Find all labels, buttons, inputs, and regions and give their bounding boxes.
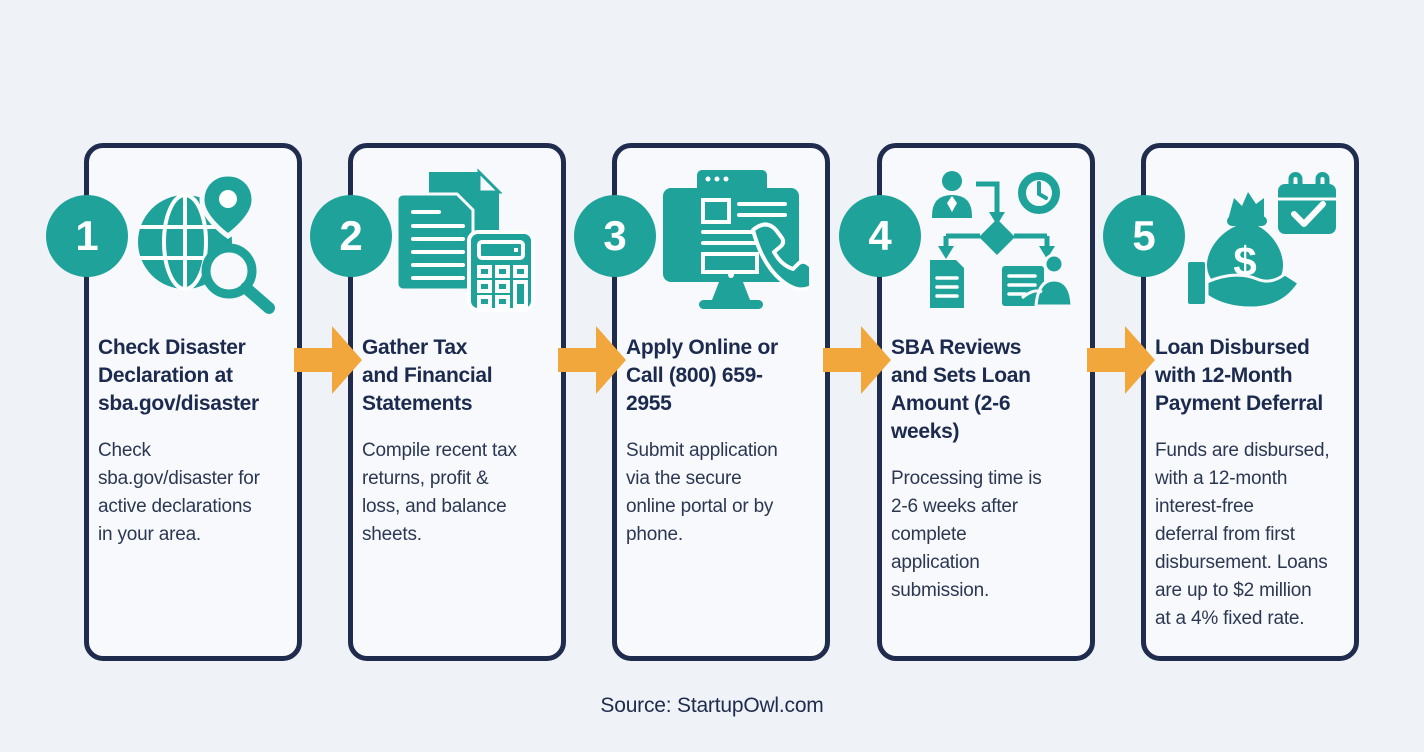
step-number: 5: [1132, 212, 1156, 259]
step-description: Funds are disbursed, with a 12-month int…: [1155, 440, 1330, 629]
step-number-badge: 4: [839, 195, 921, 277]
step-description: Submit application via the secure online…: [626, 440, 778, 545]
step-text-block: Loan Disbursed with 12-Month Payment Def…: [1155, 334, 1351, 633]
step-description: Compile recent tax returns, profit & los…: [362, 440, 517, 545]
step-number-badge: 3: [574, 195, 656, 277]
arrow-right-icon: [558, 326, 626, 394]
tax-documents-calculator-icon: [395, 168, 535, 312]
step-card-1: 1 Check Disaster Declaration at sba.gov/…: [46, 143, 302, 661]
svg-text:$: $: [1233, 238, 1256, 285]
arrow-right-icon: [823, 326, 891, 394]
review-flowchart-icon: [930, 171, 1074, 308]
step-text-block: Check Disaster Declaration at sba.gov/di…: [98, 334, 294, 549]
globe-search-pin-icon: [138, 171, 275, 314]
arrow-right-icon: [294, 326, 362, 394]
arrow-right-icon: [1087, 326, 1155, 394]
step-description: Processing time is 2-6 weeks after compl…: [891, 468, 1042, 601]
monitor-phone-application-icon: [663, 170, 809, 309]
step-number: 4: [868, 212, 892, 259]
step-title: Apply Online or Call (800) 659- 2955: [626, 336, 778, 415]
loan-disbursement-hand-money-calendar-icon: $: [1188, 172, 1336, 310]
step-title: SBA Reviews and Sets Loan Amount (2-6 we…: [891, 336, 1031, 443]
step-title: Loan Disbursed with 12-Month Payment Def…: [1155, 336, 1323, 415]
step-number-badge: 1: [46, 195, 128, 277]
step-title: Gather Tax and Financial Statements: [362, 336, 493, 415]
source-attribution: Source: StartupOwl.com: [600, 694, 824, 717]
step-text-block: Gather Tax and Financial Statements Comp…: [362, 334, 558, 549]
step-number-badge: 5: [1103, 195, 1185, 277]
step-description: Check sba.gov/disaster for active declar…: [98, 440, 260, 545]
step-card-3: 3 Apply Online or Call (800) 659- 2955 S…: [574, 143, 830, 661]
step-title: Check Disaster Declaration at sba.gov/di…: [98, 336, 259, 415]
step-number: 1: [75, 212, 99, 259]
step-card-5: 5 $ Loan Disbursed with 12-Month Payment…: [1103, 143, 1359, 661]
step-card-4: 4: [839, 143, 1095, 661]
step-number: 3: [603, 212, 627, 259]
step-text-block: SBA Reviews and Sets Loan Amount (2-6 we…: [891, 334, 1087, 605]
step-text-block: Apply Online or Call (800) 659- 2955 Sub…: [626, 334, 822, 549]
step-number: 2: [339, 212, 363, 259]
step-card-2: 2: [310, 143, 566, 661]
step-number-badge: 2: [310, 195, 392, 277]
